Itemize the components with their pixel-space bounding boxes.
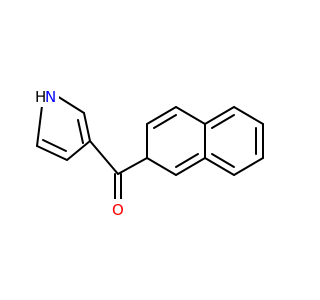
carbonyl-group bbox=[89, 140, 148, 201]
molecule-diagram: H N O bbox=[0, 0, 300, 300]
bond-nl2 bbox=[146, 106, 177, 125]
bond-carbonyl-naphthyl bbox=[117, 157, 148, 175]
oxygen-label-background bbox=[110, 199, 126, 219]
bond-n1-c2 bbox=[56, 95, 85, 114]
bond-nr2 bbox=[233, 106, 264, 125]
bond-nl6 bbox=[146, 157, 177, 176]
bond-c3-c4 bbox=[66, 140, 91, 161]
bond-nr1 bbox=[204, 106, 235, 125]
bond-nl5 bbox=[175, 157, 206, 176]
bond-c4-c5 bbox=[36, 145, 68, 161]
bond-c3-carbonyl bbox=[89, 140, 119, 175]
atom-label-nitrogen: N bbox=[45, 88, 56, 106]
double-bond-nl-a bbox=[153, 114, 177, 129]
naphthalene-right-ring bbox=[204, 106, 264, 176]
double-bond-c4-c5-inner bbox=[42, 139, 67, 152]
bond-nl3 bbox=[175, 106, 206, 125]
nh-label-background bbox=[33, 87, 59, 107]
atom-label-nitrogen-hydrogen: H bbox=[35, 88, 46, 106]
double-bond-c2-c3-inner bbox=[77, 119, 84, 144]
naphthalene-left-ring bbox=[146, 106, 206, 176]
double-bond-nl-b bbox=[175, 153, 199, 168]
bond-c2-c3 bbox=[83, 112, 91, 142]
bond-c5-n1 bbox=[36, 105, 43, 147]
pyrrole-ring bbox=[36, 95, 91, 161]
double-bond-nr-c bbox=[211, 153, 235, 168]
double-bond-nr-a bbox=[211, 114, 235, 129]
bond-nr5 bbox=[204, 157, 235, 176]
atom-label-oxygen: O bbox=[112, 201, 124, 219]
background bbox=[0, 0, 300, 300]
bond-nr4 bbox=[233, 157, 264, 176]
